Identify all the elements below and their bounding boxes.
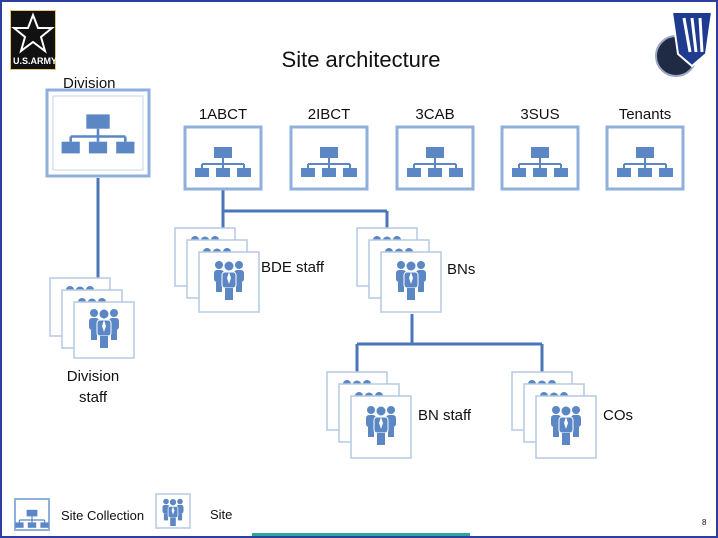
brigade-3sus-collection-icon [500,125,580,191]
bns-site-icon [356,227,442,313]
bn-staff-label: BN staff [418,407,472,424]
division-staff-site-icon [49,277,135,359]
bottom-accent-bar [252,533,470,536]
bde-staff-site-icon [174,227,260,313]
brigade-label-2ibct: 2IBCT [307,106,351,123]
bde-staff-label: BDE staff [261,259,325,276]
brigade-1abct-collection-icon [183,125,263,191]
bns-label: BNs [447,261,476,278]
division-patch-logo [655,11,714,77]
page-title: Site architecture [281,47,441,72]
legend-site-label: Site [210,507,233,522]
brigade-label-3cab: 3CAB [415,106,455,123]
page-number: 8 [702,518,707,527]
army-logo-text: U.S.ARMY [13,56,58,66]
cos-label: COs [603,407,633,424]
bn-staff-site-icon [326,371,412,459]
division-site-collection-icon [45,88,151,178]
army-star-logo: U.S.ARMY [10,10,58,70]
brigade-label-3sus: 3SUS [520,106,560,123]
cos-site-icon [511,371,597,459]
star-icon [11,12,55,54]
brigade-3cab-collection-icon [395,125,475,191]
brigade-label-tenants: Tenants [618,106,672,123]
division-staff-label: Division staff [66,368,120,406]
brigade-tenants-collection-icon [605,125,685,191]
division-label: Division [63,75,116,92]
legend-site-collection-label: Site Collection [61,508,145,523]
brigade-label-1abct: 1ABCT [198,106,248,123]
legend-site-collection-icon [14,498,50,531]
connector-lines [96,178,544,372]
legend-site-icon [155,493,191,529]
brigade-2ibct-collection-icon [289,125,369,191]
